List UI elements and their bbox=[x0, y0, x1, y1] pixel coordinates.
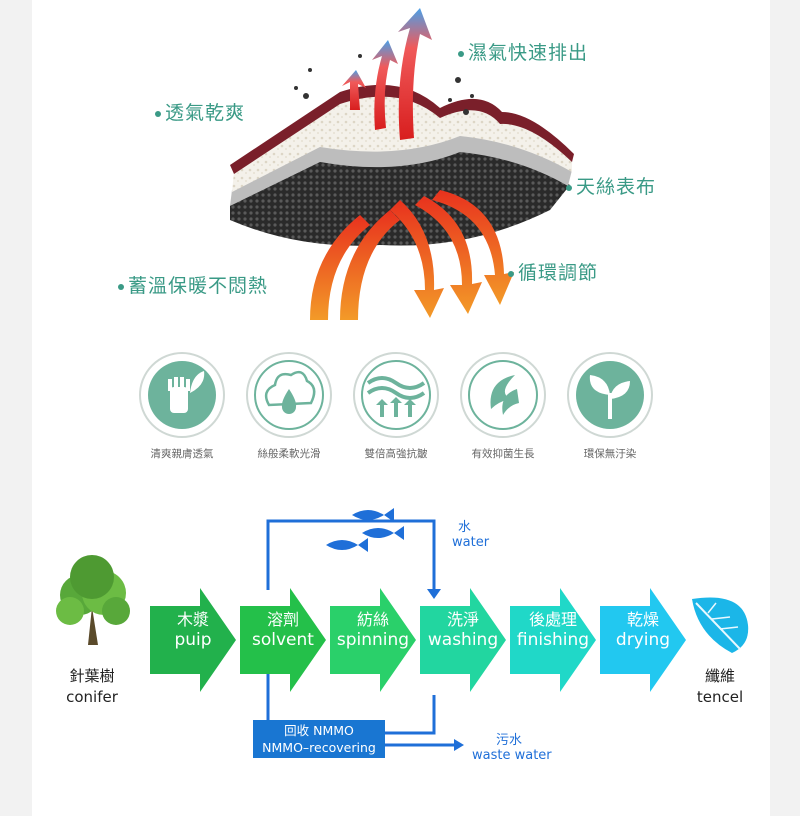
feature-label: 清爽親膚透氣 bbox=[150, 448, 214, 460]
feature-label: 絲般柔軟光滑 bbox=[257, 448, 321, 460]
feature-label: 有效抑菌生長 bbox=[471, 448, 535, 460]
sprout-icon bbox=[567, 352, 653, 438]
hand-leaf-icon bbox=[139, 352, 225, 438]
step-arrow-solvent bbox=[240, 588, 326, 692]
leaf-swirl-icon bbox=[460, 352, 546, 438]
feature-label: 環保無汙染 bbox=[583, 448, 637, 460]
step-arrow-drying bbox=[600, 588, 686, 692]
process-flow-diagram bbox=[56, 508, 749, 751]
fabric-layers-illustration bbox=[230, 8, 574, 320]
fish-icon bbox=[326, 508, 404, 552]
callout-moisture: 濕氣快速排出 bbox=[458, 38, 588, 65]
cotton-drop-icon bbox=[246, 352, 332, 438]
tree-icon bbox=[56, 555, 130, 645]
process-arrows bbox=[150, 588, 686, 692]
step-arrow-pulp bbox=[150, 588, 236, 692]
callout-warmth: 蓄溫保暖不悶熱 bbox=[118, 271, 268, 298]
feature-icons-row bbox=[139, 352, 653, 438]
step-arrow-washing bbox=[420, 588, 506, 692]
waves-arrows-icon bbox=[353, 352, 439, 438]
feature-label: 雙倍高強抗皺 bbox=[364, 448, 428, 460]
step-arrow-finishing bbox=[510, 588, 596, 692]
callout-tencel-surface: 天絲表布 bbox=[566, 172, 656, 199]
step-arrow-spinning bbox=[330, 588, 416, 692]
callout-circulation: 循環調節 bbox=[508, 258, 598, 285]
callout-breathable: 透氣乾爽 bbox=[155, 98, 245, 125]
leaf-icon bbox=[692, 597, 749, 653]
